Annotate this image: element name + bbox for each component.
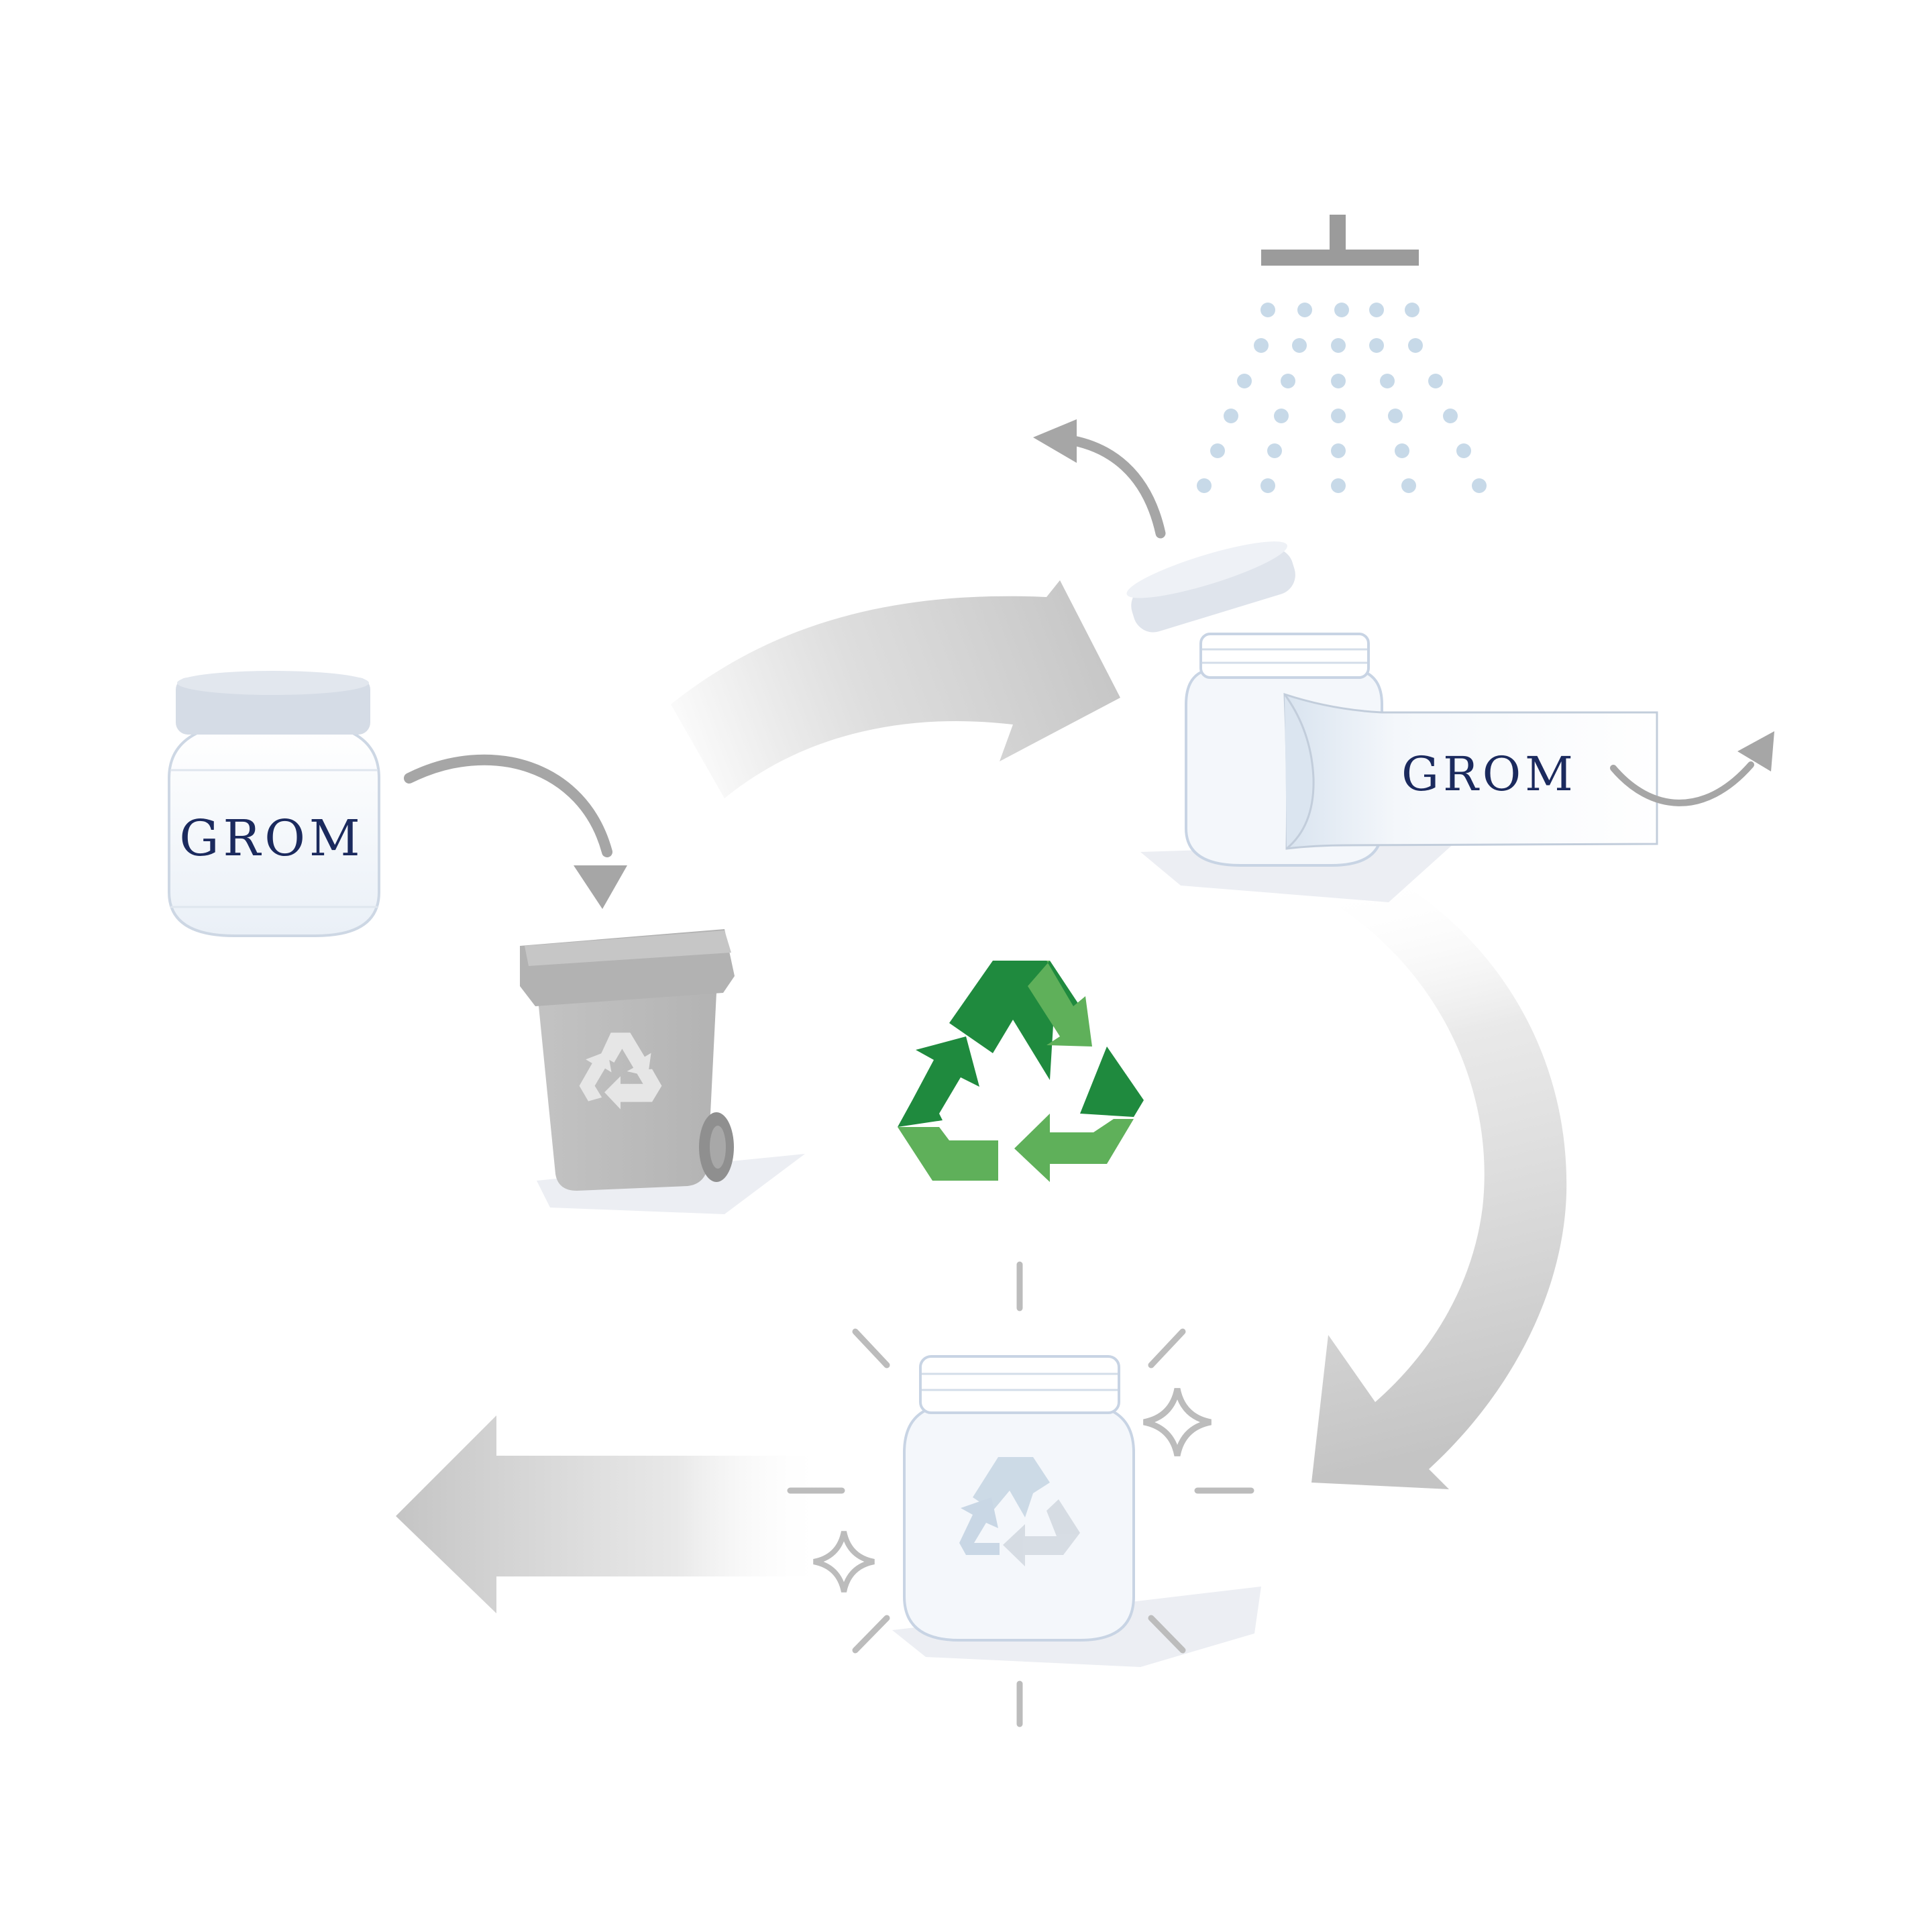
water-drop <box>1401 478 1416 493</box>
recycling-bin <box>520 929 805 1214</box>
water-drop <box>1267 443 1282 458</box>
water-drop <box>1331 374 1346 388</box>
jar-brand-label: GROM <box>179 810 364 867</box>
label-brand-text: GROM <box>1401 747 1577 802</box>
water-drop <box>1260 303 1275 317</box>
water-drop <box>1260 478 1275 493</box>
full-jar-body <box>168 730 380 937</box>
water-drop <box>1334 303 1349 317</box>
water-drop <box>1254 338 1269 353</box>
washing-jar-illustration: GROM <box>1126 541 1658 902</box>
flow-arrow-to-clean-jar <box>1311 879 1567 1489</box>
clean-jar-illustration <box>892 1355 1261 1667</box>
full-jar-illustration: GROM <box>168 671 380 937</box>
water-drop <box>1237 374 1252 388</box>
water-drop <box>1331 443 1346 458</box>
water-drop <box>1408 338 1423 353</box>
water-drop <box>1331 478 1346 493</box>
water-drop <box>1281 374 1295 388</box>
water-drop <box>1331 338 1346 353</box>
recycle-symbol-icon <box>898 961 1144 1182</box>
flying-lid <box>1126 541 1295 633</box>
water-drop <box>1380 374 1395 388</box>
water-drop <box>1274 409 1289 423</box>
water-drop <box>1297 303 1312 317</box>
water-drop <box>1405 303 1419 317</box>
water-drop <box>1197 478 1212 493</box>
sparkle-icon <box>1144 1389 1211 1456</box>
water-drop <box>1369 338 1384 353</box>
flow-arrow-to-washing <box>671 580 1120 798</box>
water-drop <box>1456 443 1471 458</box>
water-drop <box>1395 443 1409 458</box>
clean-jar-body <box>903 1407 1135 1642</box>
flow-arrow-reuse <box>396 1415 832 1613</box>
water-drop <box>1388 409 1403 423</box>
shower-head-icon <box>1261 215 1419 266</box>
water-drop <box>1472 478 1487 493</box>
jar-recycle-icon <box>959 1457 1080 1566</box>
water-drop <box>1443 409 1458 423</box>
water-drop <box>1428 374 1443 388</box>
sparkle-rays <box>787 1261 1254 1727</box>
water-drop <box>1210 443 1225 458</box>
water-drop <box>1292 338 1307 353</box>
bin-body <box>537 966 718 1191</box>
arrow-lid-off <box>1033 419 1166 539</box>
water-drop <box>1224 409 1238 423</box>
arrow-label-off <box>1610 731 1774 806</box>
arrow-jar-to-bin <box>404 754 627 909</box>
water-drops <box>1197 303 1487 493</box>
water-drop <box>1331 409 1346 423</box>
water-drop <box>1369 303 1384 317</box>
